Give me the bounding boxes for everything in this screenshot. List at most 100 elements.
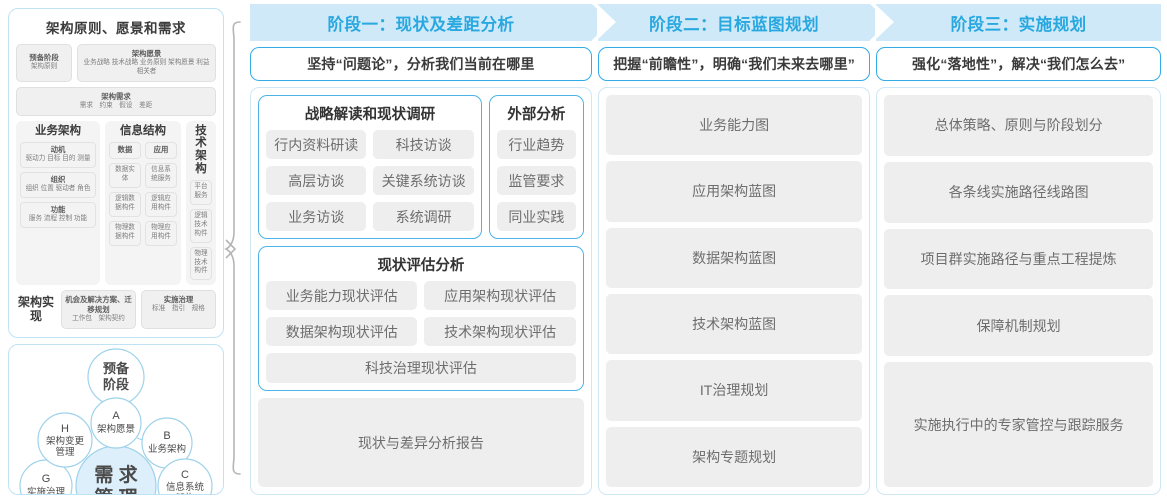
phase-3: 阶段三：实施规划 强化“落地性”，解决“我们怎么去” 总体策略、原则与阶段划分 … bbox=[876, 4, 1161, 495]
togaf-information-title: 信息结构 bbox=[120, 124, 166, 137]
phase-3-item[interactable]: 总体策略、原则与阶段划分 bbox=[884, 95, 1153, 156]
phase-1: 阶段一：现状及差距分析 坚持“问题论”，分析我们当前在哪里 战略解读和现状调研 … bbox=[250, 4, 616, 495]
phase-2-item-list: 业务能力图 应用架构蓝图 数据架构蓝图 技术架构蓝图 IT治理规划 架构专题规划 bbox=[605, 95, 863, 487]
phase-1-chevron-notch bbox=[596, 4, 616, 40]
svg-text:G: G bbox=[42, 473, 51, 485]
phase-columns: 阶段一：现状及差距分析 坚持“问题论”，分析我们当前在哪里 战略解读和现状调研 … bbox=[250, 4, 1163, 495]
togaf-prep-head: 预备阶段 bbox=[29, 53, 59, 63]
strategy-chip[interactable]: 高层访谈 bbox=[266, 166, 367, 195]
togaf-data-subcolumn: 数据 数据实体 逻辑数据构件 物理数据构件 bbox=[109, 142, 141, 246]
togaf-implementation-item: 机会及解决方案、迁移规划 工作包 架构契约 bbox=[61, 290, 136, 330]
brace-connector bbox=[224, 4, 250, 495]
strategy-chip[interactable]: 关键系统访谈 bbox=[373, 166, 474, 195]
togaf-business-item: 组织 组织 位置 驱动者 角色 bbox=[20, 172, 96, 199]
phase-2-item[interactable]: 应用架构蓝图 bbox=[605, 161, 863, 222]
phase-2-item[interactable]: 数据架构蓝图 bbox=[605, 227, 863, 288]
reference-column: 架构原则、愿景和需求 预备阶段 架构原则 架构愿景 业务战略 技术战略 业务原则… bbox=[8, 4, 224, 495]
strategy-research-title: 战略解读和现状调研 bbox=[304, 107, 436, 123]
assessment-row: 业务能力现状评估 应用架构现状评估 bbox=[266, 281, 576, 310]
adm-center-line2: 管 理 bbox=[94, 486, 137, 495]
assessment-chip[interactable]: 技术架构现状评估 bbox=[424, 317, 576, 346]
svg-text:H: H bbox=[61, 423, 69, 435]
phase-1-top-row: 战略解读和现状调研 行内资料研读 科技访谈 高层访谈 关键系统访谈 bbox=[258, 95, 584, 239]
assessment-chip[interactable]: 应用架构现状评估 bbox=[424, 281, 576, 310]
togaf-vision-cell: 架构愿景 业务战略 技术战略 业务原则 架构愿景 利益相关者 bbox=[77, 44, 216, 82]
phase-2-item[interactable]: 技术架构蓝图 bbox=[605, 293, 863, 355]
togaf-implementation-item: 实施治理 标准 指引 规格 bbox=[141, 290, 216, 330]
external-analysis-card: 外部分析 行业趋势 监管要求 同业实践 bbox=[488, 95, 584, 239]
brace-icon bbox=[224, 21, 241, 475]
assessment-chip[interactable]: 数据架构现状评估 bbox=[266, 317, 418, 346]
phase-2-body: 业务能力图 应用架构蓝图 数据架构蓝图 技术架构蓝图 IT治理规划 架构专题规划 bbox=[597, 87, 871, 495]
phase-1-subtitle: 坚持“问题论”，分析我们当前在哪里 bbox=[250, 47, 592, 81]
svg-text:管理: 管理 bbox=[55, 446, 75, 458]
external-chip[interactable]: 同业实践 bbox=[496, 202, 576, 231]
external-chip[interactable]: 监管要求 bbox=[496, 166, 576, 195]
phase-3-subtitle: 强化“落地性”，解决“我们怎么去” bbox=[876, 47, 1161, 81]
togaf-requirement-cell: 架构需求 需求 约束 假设 差距 bbox=[16, 86, 216, 116]
svg-text:架构变更: 架构变更 bbox=[46, 435, 85, 447]
togaf-vision-row: 预备阶段 架构原则 架构愿景 业务战略 技术战略 业务原则 架构愿景 利益相关者 bbox=[16, 44, 216, 82]
phase-2-item[interactable]: IT治理规划 bbox=[605, 360, 863, 421]
external-chip[interactable]: 行业趋势 bbox=[496, 130, 576, 159]
togaf-technology-title: 技术架构 bbox=[195, 124, 207, 175]
svg-text:业务架构: 业务架构 bbox=[148, 443, 186, 455]
phase-3-body: 总体策略、原则与阶段划分 各条线实施路径线路图 项目群实施路径与重点工程提炼 保… bbox=[876, 87, 1161, 495]
phase-1-banner: 阶段一：现状及差距分析 bbox=[250, 4, 616, 41]
togaf-vision-head: 架构愿景 bbox=[131, 49, 162, 58]
svg-text:架构: 架构 bbox=[175, 492, 194, 495]
togaf-domain-columns: 业务架构 动机 驱动力 目标 目的 测量 组织 组织 位置 驱动者 角色 功能 … bbox=[16, 120, 216, 286]
togaf-application-subcolumn: 应用 信息系统服务 逻辑应用构件 物理应用构件 bbox=[145, 142, 177, 246]
strategy-row: 业务访谈 系统调研 bbox=[266, 202, 474, 231]
strategy-row: 行内资料研读 科技访谈 bbox=[266, 130, 474, 159]
adm-cycle-svg: 需 求 管 理 预备 阶段 bbox=[19, 348, 213, 495]
current-state-assessment-title: 现状评估分析 bbox=[377, 258, 465, 274]
togaf-implementation-label: 架构实现 bbox=[17, 294, 54, 323]
current-state-assessment-card: 现状评估分析 业务能力现状评估 应用架构现状评估 数据架构现状评估 技术架构现状… bbox=[258, 246, 584, 391]
strategy-chip[interactable]: 业务访谈 bbox=[266, 202, 367, 231]
external-analysis-title: 外部分析 bbox=[507, 107, 566, 123]
strategy-chip[interactable]: 系统调研 bbox=[373, 202, 474, 231]
phase-3-title: 阶段三：实施规划 bbox=[950, 15, 1087, 34]
strategy-research-card: 战略解读和现状调研 行内资料研读 科技访谈 高层访谈 关键系统访谈 bbox=[258, 95, 482, 239]
phase-1-title: 阶段一：现状及差距分析 bbox=[327, 15, 515, 34]
togaf-business-item: 动机 驱动力 目标 目的 测量 bbox=[20, 142, 96, 169]
phase-3-item-list: 总体策略、原则与阶段划分 各条线实施路径线路图 项目群实施路径与重点工程提炼 保… bbox=[884, 95, 1153, 487]
togaf-technology-column: 技术架构 平台服务 逻辑技术构件 物理技术构件 bbox=[186, 120, 216, 286]
phase-2: 阶段二：目标蓝图规划 把握“前瞻性”，明确“我们未来去哪里” 业务能力图 应用架… bbox=[597, 4, 895, 495]
phase-2-banner: 阶段二：目标蓝图规划 bbox=[597, 4, 895, 41]
togaf-title: 架构原则、愿景和需求 bbox=[46, 21, 186, 36]
togaf-content-framework: 架构原则、愿景和需求 预备阶段 架构原则 架构愿景 业务战略 技术战略 业务原则… bbox=[8, 8, 224, 339]
phase-3-item[interactable]: 各条线实施路径线路图 bbox=[884, 161, 1153, 223]
phase-1-body: 战略解读和现状调研 行内资料研读 科技访谈 高层访谈 关键系统访谈 bbox=[250, 87, 592, 495]
svg-text:信息系统: 信息系统 bbox=[166, 481, 205, 493]
svg-text:A: A bbox=[112, 410, 120, 422]
togaf-information-column: 信息结构 数据 数据实体 逻辑数据构件 物理数据构件 应用 信息系统服务 逻辑应… bbox=[105, 120, 181, 286]
strategy-chip[interactable]: 科技访谈 bbox=[373, 130, 474, 159]
assessment-chip[interactable]: 业务能力现状评估 bbox=[266, 281, 418, 310]
togaf-vision-sub: 业务战略 技术战略 业务原则 架构愿景 利益相关者 bbox=[83, 58, 210, 75]
gap-analysis-report-chip[interactable]: 现状与差异分析报告 bbox=[258, 398, 584, 487]
adm-prep-line2: 阶段 bbox=[103, 377, 129, 392]
assessment-chip-wide[interactable]: 科技治理现状评估 bbox=[266, 353, 576, 383]
togaf-prep-cell: 预备阶段 架构原则 bbox=[16, 44, 72, 82]
phase-3-item[interactable]: 保障机制规划 bbox=[884, 295, 1153, 357]
strategy-chip[interactable]: 行内资料研读 bbox=[266, 130, 367, 159]
phase-3-banner: 阶段三：实施规划 bbox=[876, 4, 1161, 41]
assessment-row: 数据架构现状评估 技术架构现状评估 bbox=[266, 317, 576, 346]
svg-text:架构愿景: 架构愿景 bbox=[97, 423, 135, 435]
togaf-business-column: 业务架构 动机 驱动力 目标 目的 测量 组织 组织 位置 驱动者 角色 功能 … bbox=[16, 120, 100, 286]
svg-text:实施治理: 实施治理 bbox=[27, 486, 66, 495]
adm-cycle-diagram: 需 求 管 理 预备 阶段 bbox=[8, 344, 224, 495]
togaf-prep-sub: 架构原则 bbox=[30, 63, 58, 71]
phase-2-item[interactable]: 架构专题规划 bbox=[605, 426, 863, 487]
svg-text:C: C bbox=[181, 469, 189, 481]
adm-prep-line1: 预备 bbox=[103, 361, 130, 376]
phase-2-item[interactable]: 业务能力图 bbox=[605, 95, 863, 156]
phase-2-chevron-notch bbox=[875, 4, 895, 40]
togaf-requirement-head: 架构需求 bbox=[101, 91, 131, 101]
phase-3-item[interactable]: 项目群实施路径与重点工程提炼 bbox=[884, 228, 1153, 290]
phase-3-item[interactable]: 实施执行中的专家管控与跟踪服务 bbox=[884, 362, 1153, 487]
adm-center-line1: 需 求 bbox=[94, 463, 138, 486]
